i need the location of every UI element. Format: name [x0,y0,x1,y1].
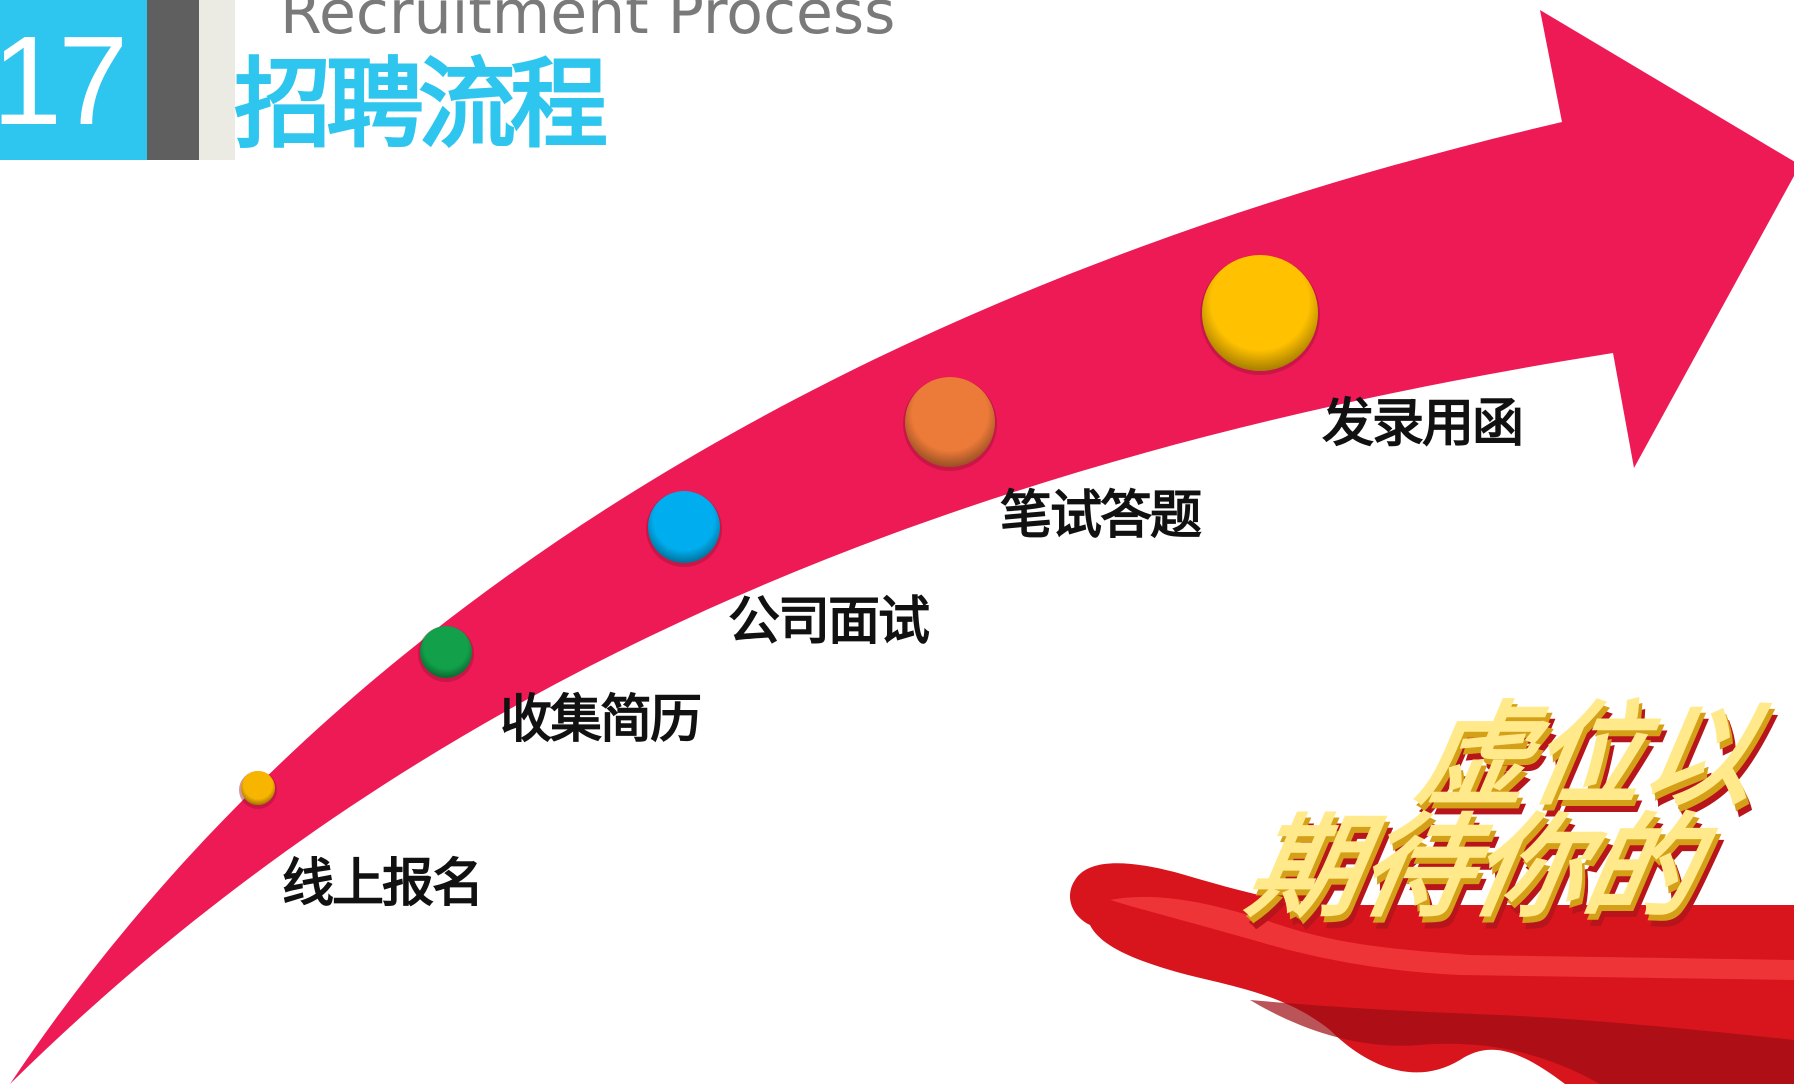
step-dot-collect-resumes-shade [420,626,472,678]
header-cream-bar [199,0,235,160]
step-dot-company-interview-shade [648,491,720,563]
banner-ribbon-highlight [1110,896,1794,980]
step-dot-written-test-shade [905,377,995,467]
step-label-written-test: 笔试答题 [1000,486,1202,546]
title-english: Recruitment Process [280,0,896,48]
step-label-company-interview: 公司面试 [728,592,930,652]
banner-ribbon-shadow [1250,1000,1794,1084]
step-label-register-online: 线上报名 [282,854,484,914]
title-chinese: 招聘流程 [234,48,608,162]
step-dot-send-offer-shade [1202,255,1318,371]
section-number: 17 [0,10,128,151]
step-label-collect-resumes: 收集简历 [500,690,702,750]
section-number-block: 17 [0,0,147,160]
growth-arrow [10,10,1794,1084]
step-dot-register-online-shade [241,771,275,805]
header-gray-bar [147,0,199,160]
banner-decoration [1070,863,1794,1084]
step-label-send-offer: 发录用函 [1322,394,1524,454]
